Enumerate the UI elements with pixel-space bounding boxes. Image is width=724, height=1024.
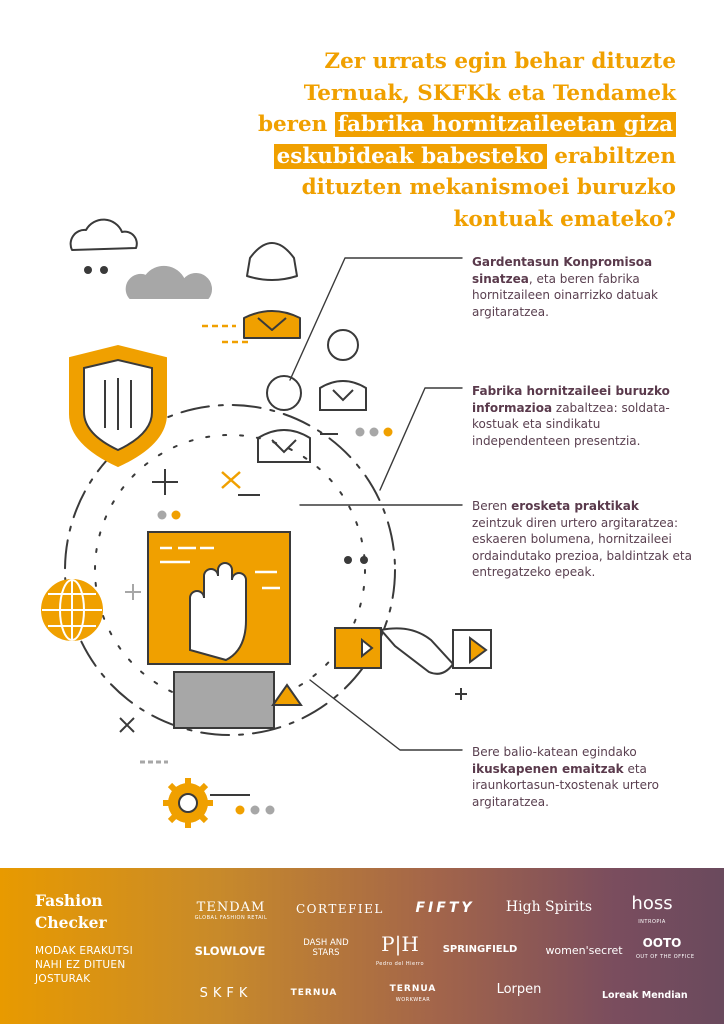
shield-icon xyxy=(69,344,167,468)
logo-dash-and-stars: DASH AND STARS xyxy=(303,938,349,958)
illustration xyxy=(41,218,492,828)
note-audits: Bere balio-katean egindako ikuskapenen e… xyxy=(472,744,692,810)
handshake-icon xyxy=(334,627,492,675)
title-highlight-2: eskubideak babesteko xyxy=(273,143,547,169)
brand-tagline: MODAK ERAKUTSI NAHI EZ DITUEN JOSTURAK xyxy=(35,945,133,985)
triangle-icon xyxy=(271,683,303,706)
gear-icon xyxy=(163,778,213,828)
person-icon xyxy=(319,329,367,411)
page-title: Zer urrats egin behar dituzte Ternuak, S… xyxy=(246,46,676,235)
note-transparency: Gardentasun Konpromisoa sinatzea, eta be… xyxy=(472,254,692,320)
note-purchasing: Beren erosketa praktikak zeintzuk diren … xyxy=(472,498,692,581)
logo-ternua-workwear: TERNUA WORKWEAR xyxy=(389,984,437,1003)
globe-icon xyxy=(41,579,103,641)
note-bold: ikuskapenen emaitzak xyxy=(472,761,624,776)
title-part-1: Zer urrats egin behar dituzte Ternuak, S… xyxy=(257,49,676,137)
footer: Fashion Checker MODAK ERAKUTSI NAHI EZ D… xyxy=(0,868,724,1024)
note-bold: Fabrika hornitzaileei buruzko informazio… xyxy=(472,384,670,415)
note-text: Beren xyxy=(472,499,512,513)
note-text: zeintzuk diren urtero argitaratzea: eska… xyxy=(472,515,692,580)
logo-cortefiel: CORTEFIEL xyxy=(296,902,384,916)
note-text: , eta beren fabrika hornitzaileen oinarr… xyxy=(472,271,659,319)
note-text: eta iraunkortasun-txostenak urtero argit… xyxy=(472,761,659,809)
note-text: Bere balio-katean egindako xyxy=(472,745,637,759)
title-highlight-1: fabrika hornitzaileetan giza xyxy=(334,112,676,137)
logo-ooto: OOTO OUT OF THE OFFICE xyxy=(636,936,695,960)
person-icon xyxy=(243,242,301,339)
logo-tendam: TENDAM GLOBAL FASHION RETAIL xyxy=(194,900,268,921)
logo-pedro-del-hierro: P|H Pedro del Hierro xyxy=(375,932,425,967)
person-icon xyxy=(257,375,311,463)
note-text: zabaltzea: soldata-kostuak eta sindikatu… xyxy=(472,400,670,448)
cloud-icon xyxy=(125,265,212,299)
brand-title: Fashion Checker xyxy=(35,891,107,932)
cloud-icon xyxy=(69,218,138,251)
logo-fifty: FIFTY xyxy=(415,900,475,916)
logo-lorpen: Lorpen xyxy=(496,982,542,997)
note-bold: Gardentasun Konpromisoa sinatzea xyxy=(472,255,653,286)
logo-skfk: SKFK xyxy=(199,986,253,1001)
logo-springfield: SPRINGFIELD xyxy=(442,944,518,955)
note-bold: erosketa praktikak xyxy=(511,499,639,513)
note-factory-info: Fabrika hornitzaileei buruzko informazio… xyxy=(472,383,692,449)
logo-loreak-mendian: Loreak Mendian xyxy=(602,990,688,1001)
logo-hoss: hoss INTROPIA xyxy=(631,893,673,926)
hand-vote-icon xyxy=(147,531,291,729)
logo-ternua: TERNUA xyxy=(290,988,338,998)
logo-high-spirits: High Spirits xyxy=(505,899,593,915)
logo-slowlove: SLOWLOVE xyxy=(194,944,266,958)
title-part-2: erabiltzen dituzten mekanismoei buruzko … xyxy=(301,143,676,232)
logo-womensecret: women'secret xyxy=(545,944,623,957)
